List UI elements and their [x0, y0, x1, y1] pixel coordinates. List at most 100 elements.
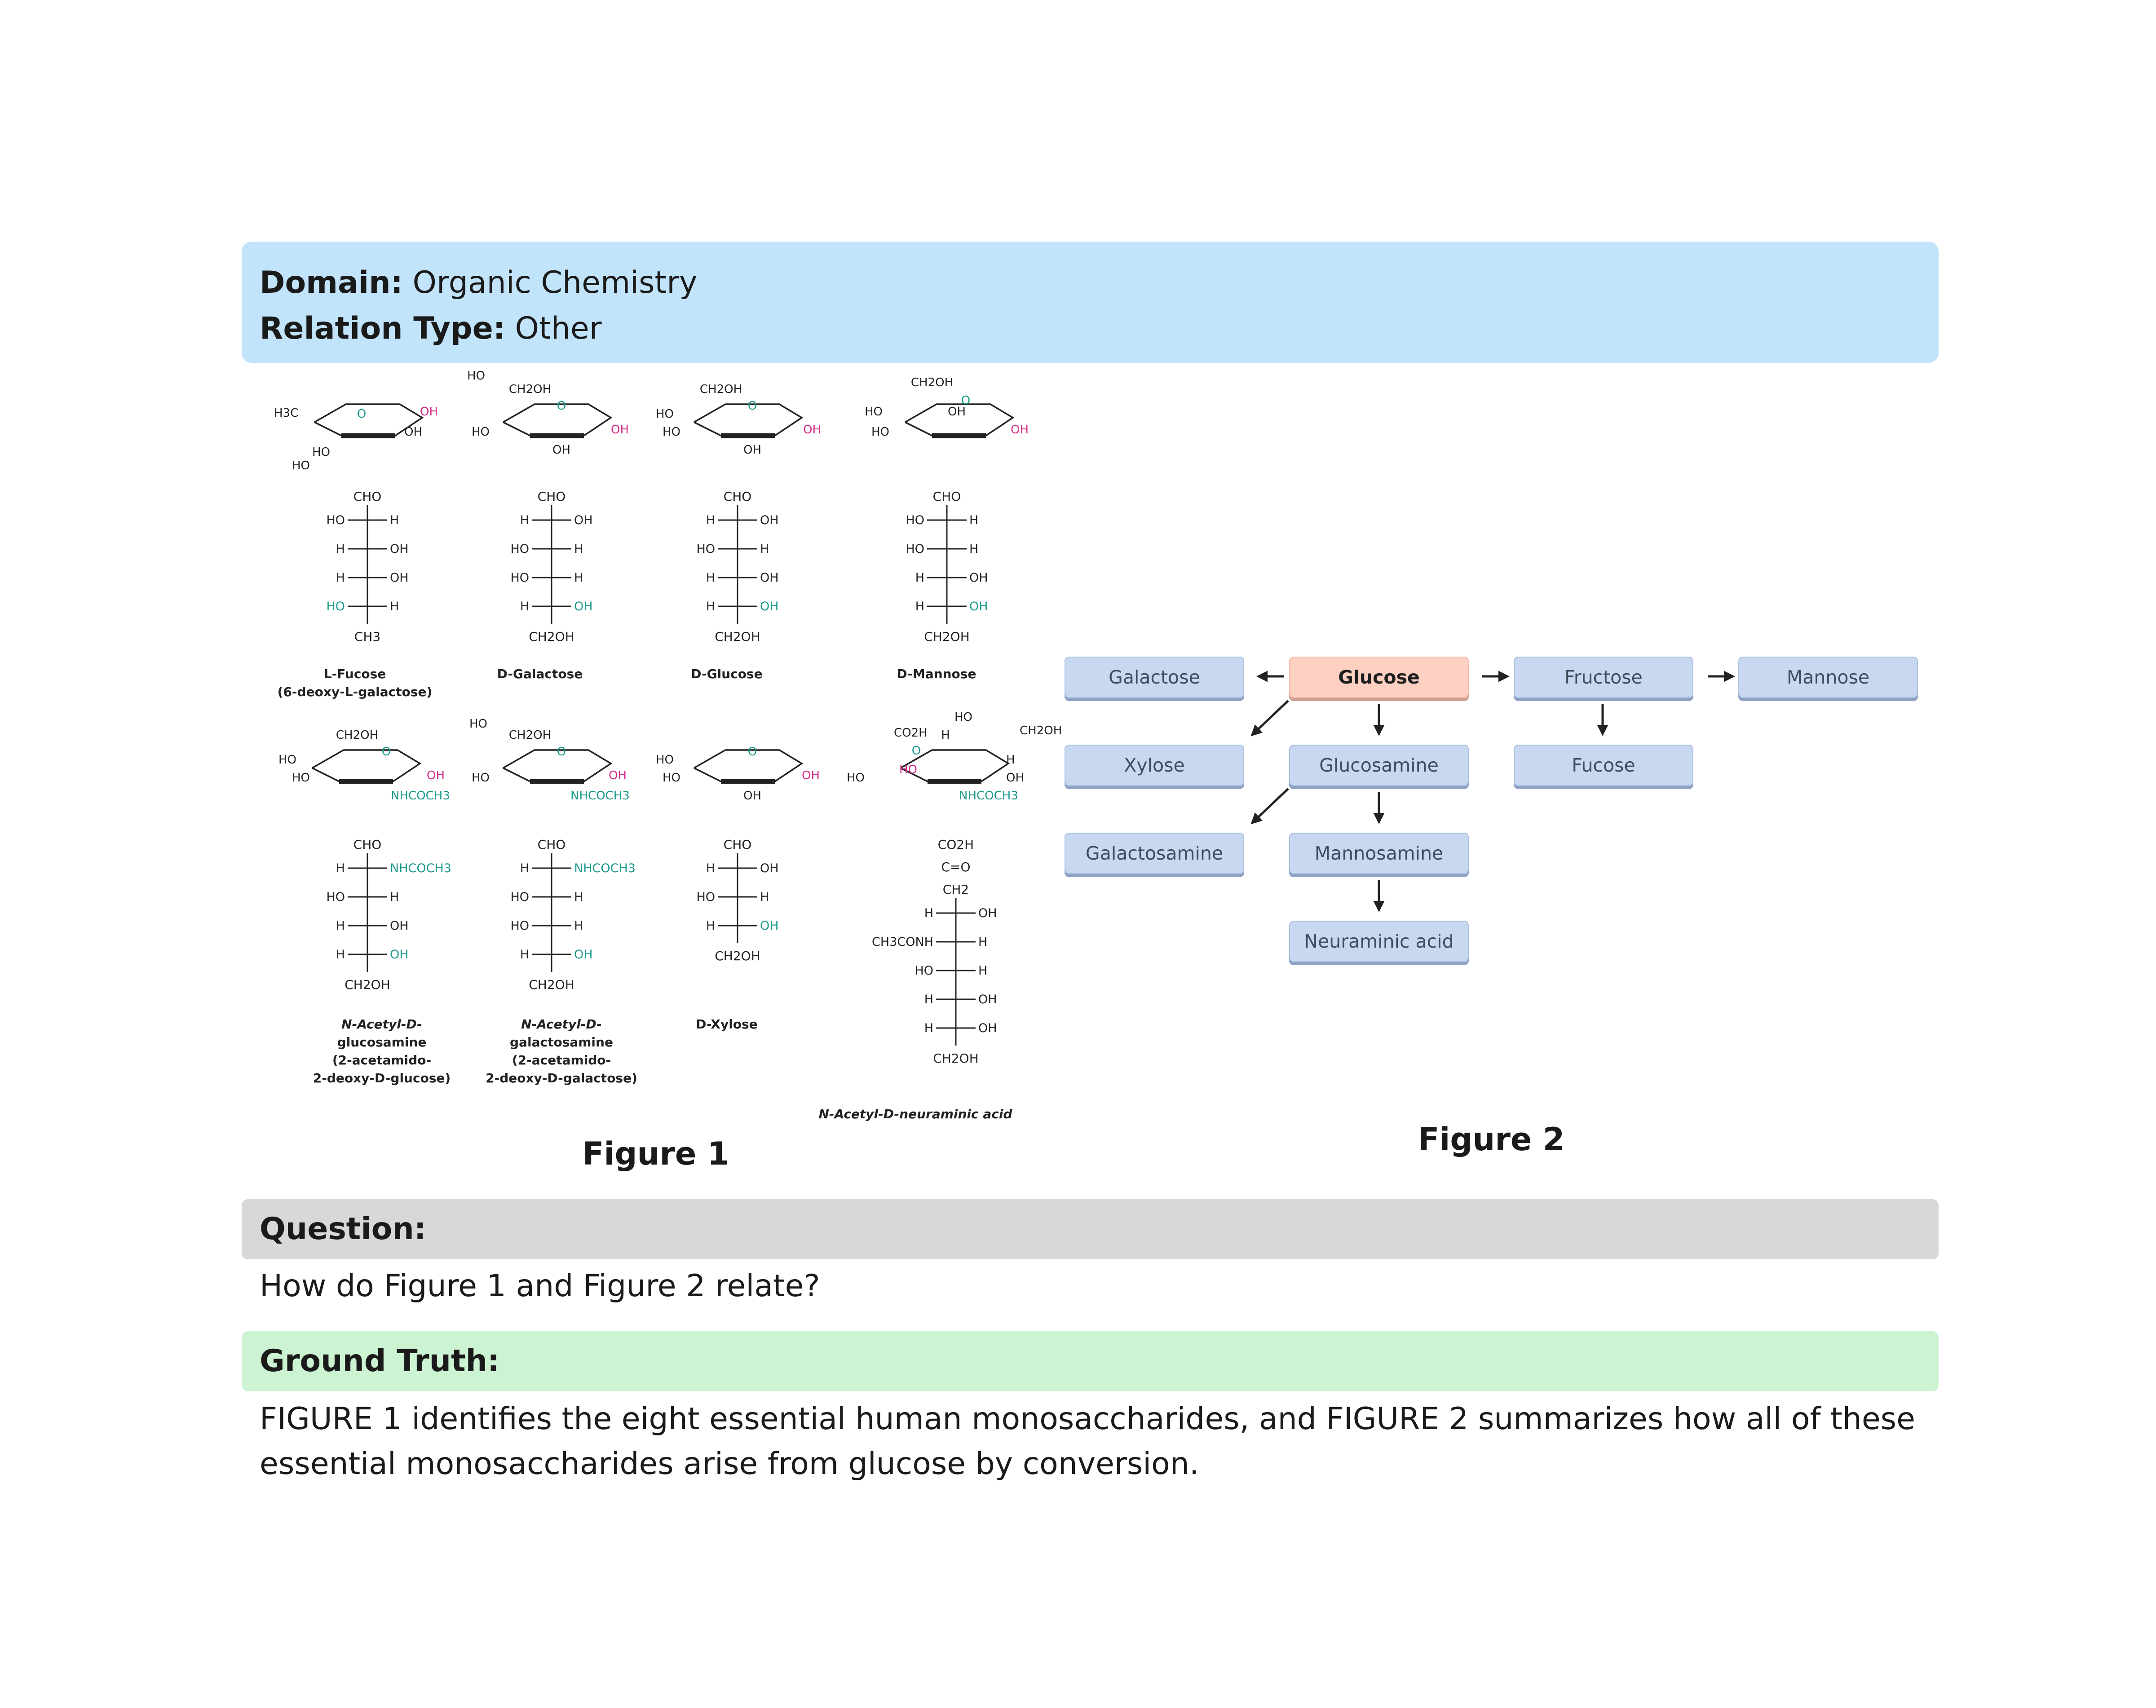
fucose-ring-oh2: OH — [404, 425, 422, 439]
domain-value: Organic Chemistry — [402, 265, 698, 300]
xylose-ring-oh-r: OH — [802, 769, 820, 782]
header-band: Domain: Organic Chemistry Relation Type:… — [242, 242, 1939, 363]
mannose-fischer-right-0: H — [969, 513, 978, 527]
neuac-ring-h1: H — [941, 728, 950, 742]
xylose-fischer-right-1: H — [760, 890, 769, 904]
fucose-fischer-left-0: HO — [326, 513, 345, 527]
glucose-ring-oh-b: OH — [743, 443, 761, 457]
mannose-fischer-top-0: CHO — [933, 489, 961, 504]
neuac-fischer-right-3: OH — [978, 993, 997, 1006]
galactose-fischer-left-1: HO — [510, 542, 529, 556]
node-glucose: Glucose — [1289, 657, 1469, 698]
glucose-fischer-right-2: OH — [760, 571, 779, 585]
domain-line: Domain: Organic Chemistry — [260, 261, 697, 305]
neuac-ring-o: O — [912, 744, 921, 758]
galnac-ring-nh: NHCOCH3 — [570, 789, 630, 803]
xylose-fischer-top-0: CHO — [724, 837, 752, 852]
neuac-ring-h2: H — [1006, 753, 1015, 767]
neuac-fischer-top-2: CH2 — [943, 882, 969, 897]
fucose-fischer-right-0: H — [390, 513, 399, 527]
figure-2-diagram: Galactose Glucose Fructose Mannose Xylos… — [1065, 647, 1931, 970]
neuac-fischer-bottom: CH2OH — [933, 1051, 979, 1066]
neuac-ring-oh: OH — [1006, 771, 1024, 785]
glcnac-fischer-left-1: HO — [326, 890, 345, 904]
glcnac-fischer-bottom: CH2OH — [345, 977, 390, 992]
galactose-fischer-top-0: CHO — [538, 489, 566, 504]
neuac-fischer-right-2: H — [978, 964, 987, 978]
relation-label: Relation Type: — [260, 311, 505, 346]
glcnac-fischer-right-0: NHCOCH3 — [390, 861, 451, 875]
galactose-fischer-right-2: H — [574, 571, 583, 585]
glucose-fischer-top-0: CHO — [724, 489, 752, 504]
glucose-fischer-bottom: CH2OH — [715, 629, 760, 644]
neuac-fischer-right-4: OH — [978, 1021, 997, 1035]
glucose-fischer-left-3: H — [706, 600, 715, 613]
node-mannosamine: Mannosamine — [1289, 833, 1469, 874]
galnac-fischer-left-1: HO — [510, 890, 529, 904]
galnac-fischer-left-2: HO — [510, 919, 529, 933]
xylose-ring-o: O — [748, 745, 757, 759]
neuac-fischer-left-2: HO — [915, 964, 933, 978]
galnac-fischer-top-0: CHO — [538, 837, 566, 852]
glcnac-ring-oh-r: OH — [427, 769, 445, 782]
mannose-fischer-right-3: OH — [969, 600, 988, 613]
ground-truth-label: Ground Truth: — [260, 1343, 500, 1379]
glcnac-fischer-right-2: OH — [390, 919, 409, 933]
galnac-name-0: N-Acetyl-D- — [521, 1017, 602, 1032]
fucose-fischer-top-0: CHO — [353, 489, 382, 504]
xylose-ring-ho2: HO — [663, 771, 680, 785]
fucose-fischer-right-1: OH — [390, 542, 409, 556]
neuac-fischer-right-1: H — [978, 935, 987, 949]
xylose-fischer-left-0: H — [706, 861, 715, 875]
neuac-ring-ho-top: HO — [954, 711, 972, 724]
xylose-fischer-right-0: OH — [760, 861, 779, 875]
galactose-fischer-right-1: H — [574, 542, 583, 556]
glcnac-fischer-right-1: H — [390, 890, 399, 904]
mannose-ring-ho1: HO — [865, 405, 883, 419]
mannose-ring-o: O — [961, 394, 970, 407]
glcnac-name-3: 2-deoxy-D-glucose) — [313, 1071, 451, 1086]
glcnac-ring-o: O — [382, 745, 391, 759]
mannose-ring-ho2: HO — [871, 425, 889, 439]
neuac-ring-nh: NHCOCH3 — [959, 789, 1018, 803]
glucose-ring-ch2oh: CH2OH — [700, 383, 742, 396]
glcnac-ring — [312, 749, 422, 782]
neuac-fischer-top-1: C=O — [941, 860, 970, 874]
question-text: How do Figure 1 and Figure 2 relate? — [260, 1268, 820, 1304]
glucose-fischer-right-3: OH — [760, 600, 779, 613]
mannose-fischer-left-0: HO — [906, 513, 924, 527]
galactose-ring-ho-top: HO — [467, 369, 485, 383]
question-band: Question: — [242, 1199, 1939, 1259]
fucose-name-1: (6-deoxy-L-galactose) — [278, 684, 433, 699]
glcnac-ring-ho1: HO — [278, 753, 296, 767]
fucose-fischer-right-3: H — [390, 600, 399, 613]
node-fructose: Fructose — [1514, 657, 1693, 698]
neuac-fischer-left-3: H — [924, 993, 933, 1006]
xylose-fischer-left-1: HO — [696, 890, 715, 904]
relation-value: Other — [505, 311, 602, 346]
neuac-name-0: N-Acetyl-D-neuraminic acid — [818, 1107, 1012, 1121]
galactose-ring-ch2oh: CH2OH — [509, 383, 551, 396]
galnac-name-3: 2-deoxy-D-galactose) — [486, 1071, 637, 1086]
glcnac-name-0: N-Acetyl-D- — [341, 1017, 422, 1032]
mannose-name-0: D-Mannose — [897, 666, 976, 681]
fucose-fischer-left-3: HO — [326, 600, 345, 613]
node-neuraminic-acid: Neuraminic acid — [1289, 921, 1469, 962]
galactose-fischer-right-3: OH — [574, 600, 593, 613]
glcnac-name-2: (2-acetamido- — [332, 1053, 431, 1068]
mannose-ring-oh-r: OH — [1011, 423, 1029, 437]
figure-2-arrows — [1250, 671, 1735, 912]
mannose-ring-ch2oh: CH2OH — [911, 376, 953, 389]
mannose-fischer-right-2: OH — [969, 571, 988, 585]
galnac-fischer-bottom: CH2OH — [529, 977, 574, 992]
glucose-fischer-right-0: OH — [760, 513, 779, 527]
neuac-fischer-left-4: H — [924, 1021, 933, 1035]
fucose-fischer-right-2: OH — [390, 571, 409, 585]
arrow-glucose-to-xylose — [1250, 700, 1289, 737]
galactose-fischer-left-3: H — [520, 600, 529, 613]
node-mannose: Mannose — [1738, 657, 1918, 698]
neuac-fischer-top-0: CO2H — [938, 837, 974, 852]
glcnac-fischer-left-0: H — [336, 861, 345, 875]
neuac-fischer-left-0: H — [924, 906, 933, 920]
